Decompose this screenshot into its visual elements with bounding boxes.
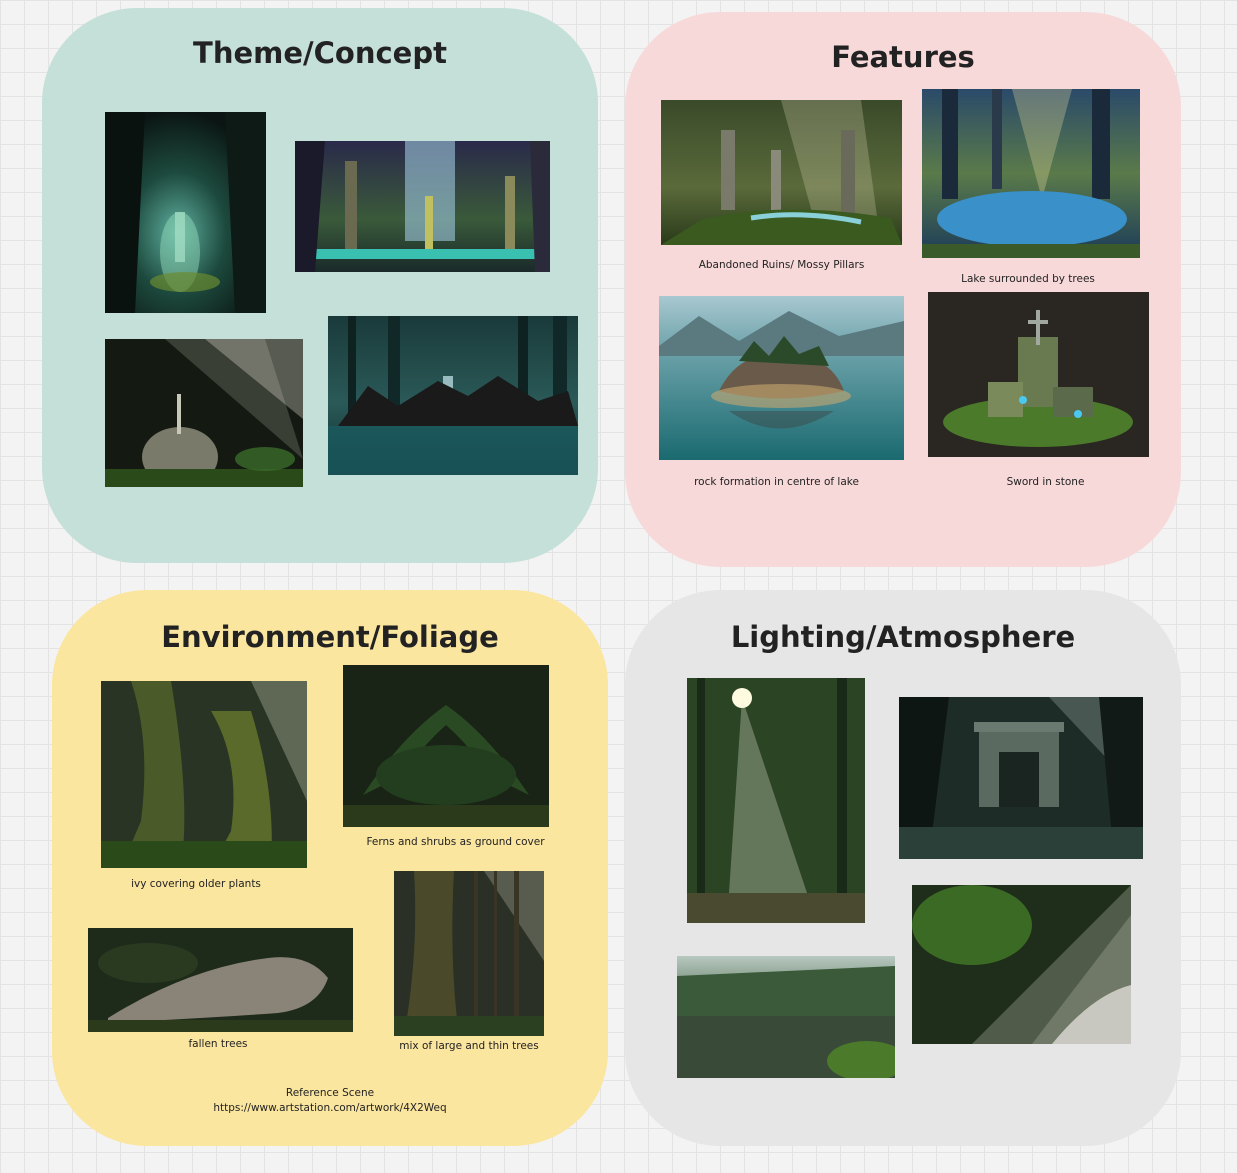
reference-scene-label: Reference Scene (285, 1087, 375, 1099)
features-image-sword-stone[interactable] (928, 292, 1149, 457)
caption-ivy: ivy covering older plants (131, 878, 261, 890)
env-image-ivy-trees[interactable] (101, 681, 307, 868)
features-image-lake-trees[interactable] (922, 89, 1140, 258)
env-image-mixed-trees[interactable] (394, 871, 544, 1036)
features-image-rock-island[interactable] (659, 296, 904, 460)
caption-mixed-trees: mix of large and thin trees (399, 1040, 539, 1052)
caption-fallen-trees: fallen trees (188, 1038, 248, 1050)
theme-image-dark-lake[interactable] (328, 316, 578, 475)
features-image-ruins[interactable] (661, 100, 902, 245)
theme-image-waterfall-pillars[interactable] (295, 141, 550, 272)
theme-image-sword-rock[interactable] (105, 339, 303, 487)
env-image-fallen-trees[interactable] (88, 928, 353, 1032)
lighting-image-sunbeams-road[interactable] (912, 885, 1131, 1044)
caption-ruins: Abandoned Ruins/ Mossy Pillars (698, 259, 865, 271)
board-title: Features (831, 40, 975, 74)
board-title: Lighting/Atmosphere (730, 620, 1076, 654)
lighting-image-temple-ruins[interactable] (899, 697, 1143, 859)
caption-ferns: Ferns and shrubs as ground cover (366, 836, 545, 848)
caption-rock-formation: rock formation in centre of lake (694, 476, 859, 488)
reference-scene-link[interactable]: https://www.artstation.com/artwork/4X2We… (213, 1102, 447, 1114)
caption-lake: Lake surrounded by trees (961, 273, 1095, 285)
env-image-ferns[interactable] (343, 665, 549, 827)
theme-image-forest-statue[interactable] (105, 112, 266, 313)
board-title: Environment/Foliage (161, 620, 499, 654)
lighting-image-forest-rays[interactable] (687, 678, 865, 923)
lighting-image-misty-lake[interactable] (677, 956, 895, 1078)
caption-sword-stone: Sword in stone (1006, 476, 1085, 488)
board-title: Theme/Concept (193, 36, 447, 70)
